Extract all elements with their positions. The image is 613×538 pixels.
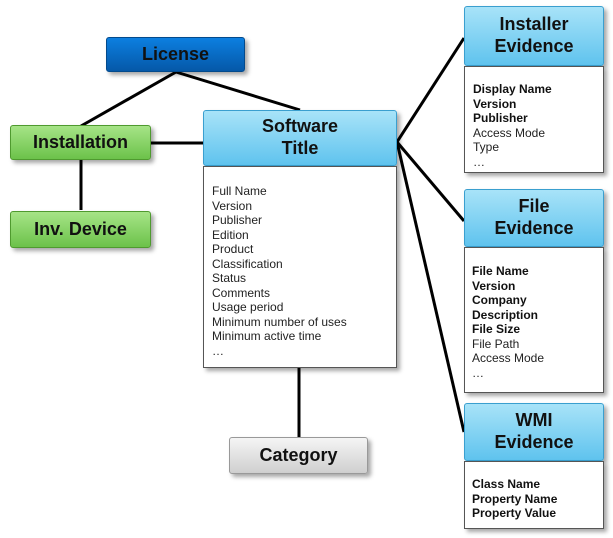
license-node[interactable]: License [106, 37, 245, 72]
file-evidence-line1: File [518, 196, 550, 217]
category-node[interactable]: Category [229, 437, 368, 474]
file-attribute: Description [472, 307, 539, 322]
connector-software-file [395, 141, 466, 222]
installer-attribute: Type [473, 140, 500, 154]
software-attribute: Product [212, 242, 254, 256]
software-attribute: Version [212, 198, 253, 213]
wmi-evidence-line2: Evidence [494, 432, 574, 452]
file-attribute: Company [472, 293, 527, 307]
file-evidence-line2: Evidence [494, 218, 574, 238]
installation-label: Installation [32, 132, 128, 152]
inv-device-label: Inv. Device [34, 219, 127, 239]
category-label: Category [259, 445, 338, 465]
software-attribute: … [212, 343, 224, 358]
software-attribute: Edition [212, 227, 249, 242]
software-title-line2: Title [281, 138, 319, 158]
wmi-attribute: Property Value [472, 506, 557, 520]
software-attribute: Minimum number of uses [212, 314, 347, 329]
installer-attribute: Display Name [473, 82, 552, 96]
software-attribute: Usage period [212, 300, 284, 314]
installer-attribute: Version [473, 96, 517, 111]
license-label: License [141, 44, 210, 64]
software-attribute: Status [212, 271, 247, 285]
installer-attribute: Publisher [473, 111, 528, 125]
installer-evidence-line2: Evidence [494, 36, 574, 56]
wmi-evidence-node[interactable]: WMI Evidence [464, 403, 604, 461]
software-attribute: Classification [212, 256, 283, 271]
installer-attribute: … [473, 154, 485, 169]
connector-software-installer [395, 37, 466, 143]
inv-device-node[interactable]: Inv. Device [10, 211, 151, 248]
file-attribute: … [472, 365, 484, 380]
file-attribute: Access Mode [472, 351, 545, 365]
file-evidence-node[interactable]: File Evidence [464, 189, 604, 247]
software-title-node[interactable]: Software Title [203, 110, 397, 166]
software-title-line1: Software [261, 116, 339, 137]
software-attribute: Publisher [212, 213, 263, 227]
connector-software-wmi [395, 141, 466, 433]
installer-attribute: Access Mode [473, 125, 546, 140]
file-attribute: Version [472, 278, 516, 293]
wmi-evidence-line1: WMI [515, 410, 553, 431]
software-attribute: Full Name [212, 184, 267, 198]
file-attribute: File Size [472, 322, 521, 336]
connector-license-software [175, 70, 301, 112]
connector-license-installation [80, 70, 177, 128]
file-attribute: File Path [472, 336, 520, 351]
installer-evidence-node[interactable]: Installer Evidence [464, 6, 604, 66]
wmi-attribute: Class Name [472, 477, 541, 491]
installation-node[interactable]: Installation [10, 125, 151, 160]
software-attribute: Minimum active time [212, 329, 322, 343]
software-attribute: Comments [212, 285, 271, 300]
file-attribute: File Name [472, 264, 529, 278]
installer-evidence-line1: Installer [499, 14, 569, 35]
wmi-attribute: Property Name [472, 491, 558, 506]
